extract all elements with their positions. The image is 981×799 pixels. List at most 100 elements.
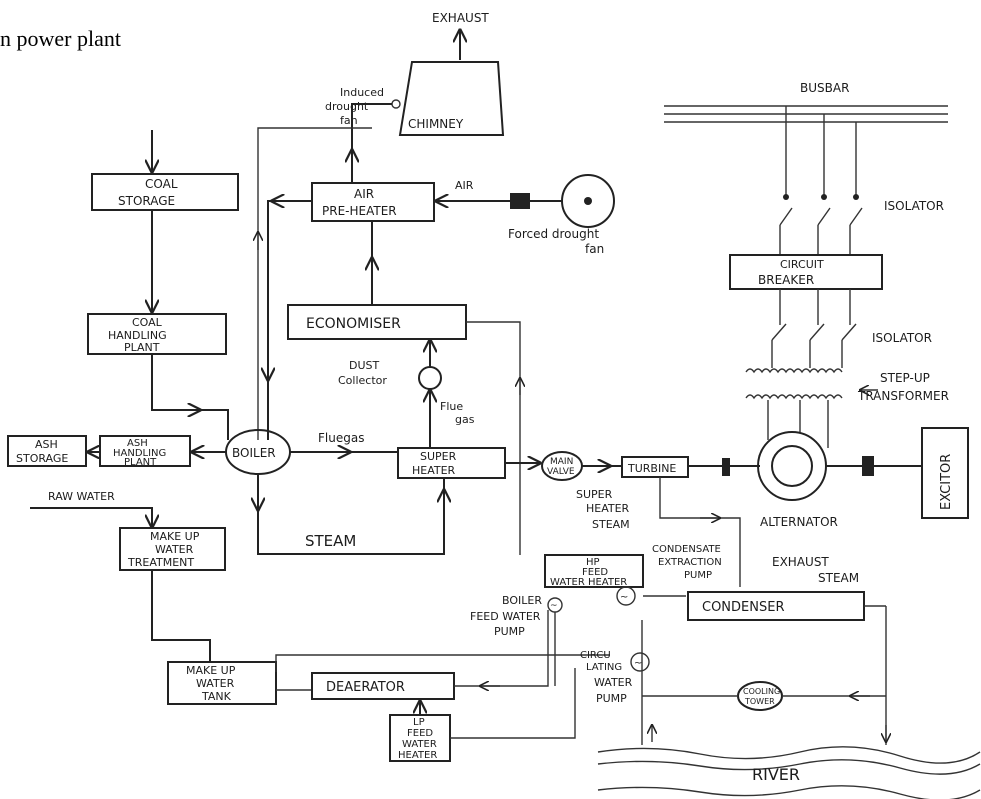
makeup-tank-label-2: WATER [196,677,235,690]
ash-storage-label-1: ASH [35,438,58,451]
bfp-label-2: FEED WATER [470,610,541,623]
air-label: AIR [455,179,474,192]
lp-to-cwp-line [450,668,576,739]
transformer-primary [745,368,843,374]
sh-steam-label-3: STEAM [592,518,630,531]
dust-label-1: DUST [349,359,380,372]
transformer-secondary [745,394,843,400]
cep-label-1: CONDENSATE [652,544,721,555]
makeup-treatment-label-2: WATER [155,543,194,556]
isolator2-blade-2 [809,323,825,341]
cep-pump-icon [616,586,636,606]
river-wave-3 [597,785,981,799]
makeup-tank-box [167,661,277,705]
cooling-label-1: COOLING [743,687,780,696]
cwp-label-1: CIRCU [580,650,611,661]
main-valve-label-2: VALVE [547,467,575,477]
coal-handling-label-3: PLANT [124,341,160,354]
hp-label-2: FEED [582,567,608,578]
coal-storage-label-2: STORAGE [118,194,175,208]
lp-label-1: LP [413,717,425,728]
makeup-treatment-box [119,527,226,571]
coal-handling-label-1: COAL [132,316,163,329]
hp-label-1: HP [586,557,600,568]
breaker-label-2: BREAKER [758,273,814,287]
makeup-treatment-label-1: MAKE UP [150,530,200,543]
ash-storage-box [7,435,87,467]
isolator2-blade-3 [841,323,857,341]
river-wave-1 [597,746,981,764]
dust-label-2: Collector [338,374,387,387]
sh-steam-label-1: SUPER [576,488,613,501]
deaerator-label: DEAERATOR [326,680,405,695]
isolator1-contact-1 [783,194,789,200]
ash-storage-label-2: STORAGE [16,452,68,465]
induced-fan-label-3: fan [340,114,358,127]
isolator2-blade-1 [771,323,787,341]
ash-handling-label-3: PLANT [124,457,157,468]
raw-water-label: RAW WATER [48,490,115,503]
raw-water-line [30,507,153,528]
turbine-label: TURBINE [627,462,676,475]
flue-label-1: Flue [440,400,463,413]
isolator1-blade-1 [779,207,793,226]
superheater-label-2: HEATER [412,464,456,477]
treatment-to-tank-line [151,570,211,662]
river-label: RIVER [752,765,800,784]
circuit-breaker-box [729,254,883,290]
exciter-label: EXCITOR [939,454,954,510]
makeup-tank-label-1: MAKE UP [186,664,236,677]
cwp-pump-icon [630,652,650,672]
makeup-tank-label-3: TANK [201,690,232,703]
alternator-outer [757,431,827,501]
isolator1-label: ISOLATOR [884,199,944,213]
isolator1-contact-2 [821,194,827,200]
steam-label: STEAM [305,532,356,550]
cwp-label-4: PUMP [596,692,627,705]
makeup-treatment-label-3: TREATMENT [127,556,194,569]
main-valve-label-1: MAIN [550,457,573,467]
exciter-box [921,427,969,519]
lp-label-4: HEATER [398,750,437,761]
hp-label-3: WATER HEATER [550,577,627,588]
ash-handling-label-2: HANDLING [113,448,166,459]
cep-pump-symbol: ~ [620,592,628,603]
economiser-label: ECONOMISER [306,316,401,332]
coal-handling-box [87,313,227,355]
cep-label-2: EXTRACTION [658,557,722,568]
econ-feed-line [466,321,521,555]
coal-storage-box [91,173,239,211]
page-title: n power plant [0,26,121,51]
stepup-label-2: TRANSFORMER [857,389,949,403]
coupling-1 [722,458,730,476]
dust-collector-icon [418,366,442,390]
coal-to-boiler-line [151,354,229,440]
isolator1-blade-2 [817,207,831,226]
cooling-label-2: TOWER [744,697,775,706]
induced-fan-icon [391,99,401,109]
cwp-pump-symbol: ~ [634,658,642,669]
cwp-label-2: LATING [586,662,622,673]
bfp-label-3: PUMP [494,625,525,638]
coupling-2 [862,456,874,476]
flue-to-chimney-line [351,103,392,183]
exhaust-steam-label-2: STEAM [818,571,859,585]
gas-up-line [257,127,372,440]
isolator1-blade-3 [849,207,863,226]
fd-fan-label-2: fan [585,242,604,256]
hp-heater-box [544,554,644,588]
sh-steam-label-2: HEATER [586,502,630,515]
alternator-label: ALTERNATOR [760,515,838,529]
induced-fan-label-1: Induced [340,86,384,99]
fd-fan-duct [510,193,530,209]
fluegas-label: Fluegas [318,431,364,445]
fd-fan-label-1: Forced drought [508,227,599,241]
breaker-label-1: CIRCUIT [780,258,824,271]
chimney-shape [398,61,505,136]
cep-label-3: PUMP [684,570,712,581]
induced-fan-label-2: drought [325,100,369,113]
river-wave-2 [597,759,981,775]
chimney-label: CHIMNEY [408,117,464,131]
air-preheater-label-1: AIR [354,187,374,201]
fd-fan-hub [584,197,592,205]
